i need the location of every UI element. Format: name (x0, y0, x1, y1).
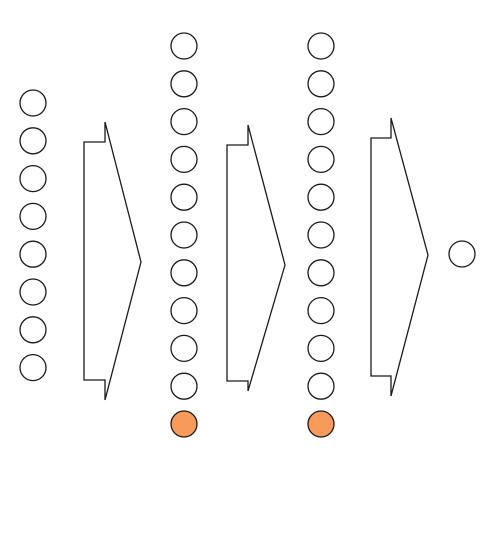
layer-arrows (83, 117, 429, 401)
arrow-hidden-2-to-output (370, 117, 429, 397)
hidden-2-node (307, 259, 335, 287)
hidden-1-node (170, 32, 198, 60)
hidden-1-node (170, 107, 198, 136)
hidden-1-node (170, 70, 198, 98)
hidden-1-node (170, 372, 198, 400)
hidden-2-node (307, 183, 335, 211)
hidden-2-node (307, 107, 335, 136)
hidden-2-node-highlighted (307, 410, 335, 438)
input-node (19, 240, 47, 268)
input-node (19, 316, 47, 344)
input-node (19, 127, 47, 155)
hidden-2-node (307, 70, 335, 98)
hidden-1-node (170, 334, 198, 363)
hidden-2-node (307, 296, 335, 325)
input-node (19, 278, 47, 306)
output-node (448, 240, 476, 268)
input-node (19, 164, 47, 193)
hidden-2-node (307, 32, 335, 60)
hidden-2-node (307, 145, 335, 174)
hidden-1-node (170, 145, 198, 174)
hidden-1-node (170, 259, 198, 287)
hidden-2-node (307, 372, 335, 400)
arrow-input-to-hidden-1 (83, 121, 142, 401)
hidden-1-node-highlighted (170, 410, 198, 438)
hidden-2-node (307, 221, 335, 249)
hidden-1-node (170, 221, 198, 249)
hidden-1-node (170, 296, 198, 325)
hidden-1-node (170, 183, 198, 211)
arrow-hidden-1-to-hidden-2 (226, 124, 286, 392)
hidden-2-node (307, 334, 335, 363)
input-node (19, 89, 47, 117)
layer-nodes (19, 32, 476, 438)
input-node (19, 353, 47, 382)
input-node (19, 202, 47, 231)
